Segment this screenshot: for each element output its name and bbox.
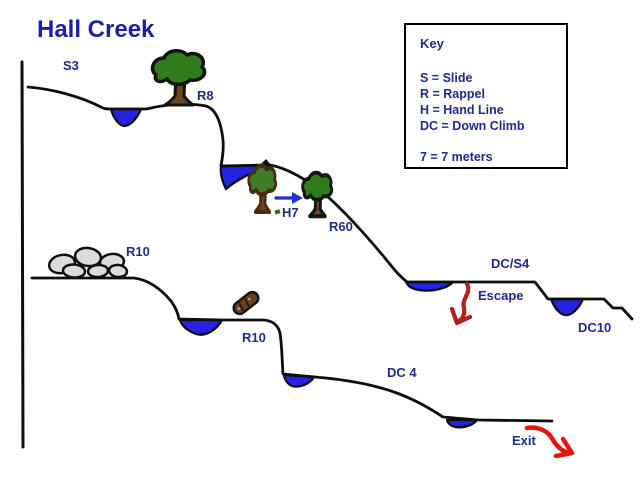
- rock-pile: [47, 246, 129, 279]
- arrow-head: [292, 192, 303, 204]
- key-entry-slide: S = Slide: [420, 71, 473, 85]
- pool-r10-lower: [282, 373, 316, 388]
- terrain-profile-lower: [30, 276, 554, 423]
- log-highlight: [248, 297, 251, 301]
- pool-r10-upper: [178, 318, 224, 336]
- escape-arrow-icon: [449, 281, 473, 326]
- key-entry-rappel: R = Rappel: [420, 87, 485, 101]
- hand-line-arrow-icon: [274, 192, 303, 204]
- terrain-profile-upper: [26, 85, 634, 321]
- pool-dc4: [445, 418, 480, 429]
- rock-icon: [107, 263, 129, 279]
- label-r10-upper: R10: [126, 244, 150, 259]
- label-r10-lower: R10: [242, 330, 266, 345]
- rock-icon: [61, 263, 87, 279]
- key-entry-downclimb: DC = Down Climb: [420, 119, 525, 133]
- pool-s3: [109, 107, 143, 128]
- pool-r60: [404, 280, 456, 292]
- label-r8: R8: [197, 88, 214, 103]
- diagram-title: Hall Creek: [37, 16, 155, 43]
- label-h7: H7: [282, 205, 299, 220]
- pool-dc10: [549, 297, 585, 317]
- left-cliff-line: [20, 60, 25, 449]
- log-icon: [232, 290, 260, 316]
- label-exit: Exit: [512, 433, 536, 448]
- key-scale-note: 7 = 7 meters: [420, 150, 493, 164]
- rock-icon: [86, 263, 110, 279]
- tree-r8-icon: [150, 49, 207, 107]
- key-entry-handline: H = Hand Line: [420, 103, 504, 117]
- tree-trunk: [308, 190, 327, 219]
- exit-arrow-icon: [524, 425, 575, 459]
- arrow-head: [449, 306, 473, 326]
- label-s3: S3: [63, 58, 79, 73]
- h7-tick-icon: [274, 209, 281, 215]
- label-dc4: DC 4: [387, 365, 417, 380]
- tree-trunk: [253, 184, 272, 215]
- label-dc-s4: DC/S4: [491, 256, 530, 271]
- key-heading: Key: [420, 36, 444, 51]
- label-dc10: DC10: [578, 320, 612, 335]
- arrow-head: [553, 436, 575, 459]
- tree-canopy: [301, 170, 334, 202]
- log-highlight: [237, 307, 241, 310]
- log-bands: [237, 296, 251, 313]
- key-entries: S = Slide R = Rappel H = Hand Line DC = …: [420, 70, 558, 134]
- label-escape: Escape: [478, 288, 524, 303]
- label-r60: R60: [329, 219, 353, 234]
- tree-canopy: [150, 49, 207, 87]
- tree-r60-icon: [301, 170, 334, 219]
- log-body: [232, 290, 260, 316]
- tree-canopy: [247, 163, 278, 197]
- tree-trunk: [163, 73, 195, 107]
- arrow-shaft: [456, 281, 471, 324]
- arrow-shaft: [524, 425, 569, 455]
- tree-h7-icon: [247, 163, 278, 215]
- key-legend: Key S = Slide R = Rappel H = Hand Line D…: [404, 23, 568, 169]
